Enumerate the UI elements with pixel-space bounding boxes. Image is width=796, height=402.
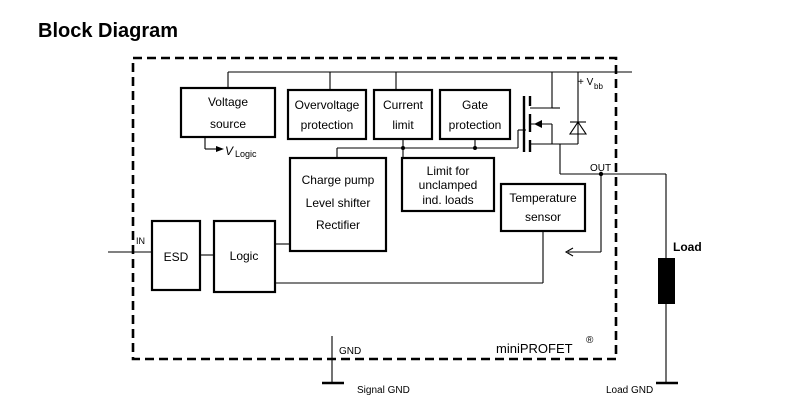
svg-text:limit: limit — [392, 118, 414, 132]
svg-text:source: source — [210, 117, 246, 131]
svg-text:ESD: ESD — [164, 250, 189, 264]
svg-text:unclamped: unclamped — [419, 178, 478, 192]
svg-text:ind. loads: ind. loads — [422, 193, 473, 207]
signal-gnd-label: Signal GND — [357, 385, 410, 396]
device-boundary — [131, 56, 618, 361]
limit-unclamped-block: Limit for unclamped ind. loads — [400, 156, 496, 213]
power-mosfet — [522, 96, 578, 152]
body-diode — [568, 112, 588, 144]
out-label: OUT — [590, 163, 611, 174]
svg-text:Current: Current — [383, 98, 424, 112]
svg-text:Overvoltage: Overvoltage — [295, 98, 360, 112]
voltage-source-block: Voltage source — [179, 86, 277, 139]
svg-text:sensor: sensor — [525, 210, 561, 224]
load-resistor — [656, 258, 678, 385]
page-title: Block Diagram — [38, 20, 178, 42]
svg-text:Temperature: Temperature — [509, 191, 577, 205]
load-label: Load — [673, 240, 702, 254]
registered-mark: ® — [586, 335, 594, 346]
signal-ground — [322, 336, 344, 385]
control-bus — [336, 129, 526, 158]
temperature-feedback-wire — [275, 231, 544, 284]
load-gnd-label: Load GND — [606, 385, 653, 396]
svg-text:Logic: Logic — [230, 249, 259, 263]
svg-text:protection: protection — [301, 118, 354, 132]
in-label: IN — [136, 236, 145, 246]
supply-rail — [227, 71, 632, 112]
temperature-sensor-block: Temperature sensor — [499, 182, 587, 233]
svg-text:Rectifier: Rectifier — [316, 218, 360, 232]
charge-pump-block: Charge pump Level shifter Rectifier — [288, 156, 388, 253]
brand-label: miniPROFET — [496, 341, 573, 356]
logic-block: Logic — [212, 219, 277, 294]
svg-text:V: V — [225, 144, 234, 158]
overvoltage-protection-block: Overvoltage protection — [286, 88, 368, 141]
svg-text:+ V: + V — [578, 77, 594, 88]
svg-text:Level shifter: Level shifter — [306, 196, 371, 210]
gate-protection-block: Gate protection — [438, 88, 512, 141]
svg-text:Charge pump: Charge pump — [302, 173, 375, 187]
gnd-label: GND — [339, 346, 361, 357]
esd-block: ESD — [150, 219, 202, 292]
svg-text:Voltage: Voltage — [208, 95, 248, 109]
vbb-label: + V bb — [578, 77, 603, 91]
svg-text:Gate: Gate — [462, 98, 488, 112]
vlogic-label: V Logic — [204, 137, 257, 159]
output-wire — [559, 144, 667, 258]
svg-text:protection: protection — [449, 118, 502, 132]
svg-text:Limit for: Limit for — [427, 164, 470, 178]
svg-text:Logic: Logic — [235, 149, 257, 159]
svg-text:bb: bb — [594, 82, 603, 91]
current-limit-block: Current limit — [372, 88, 434, 141]
